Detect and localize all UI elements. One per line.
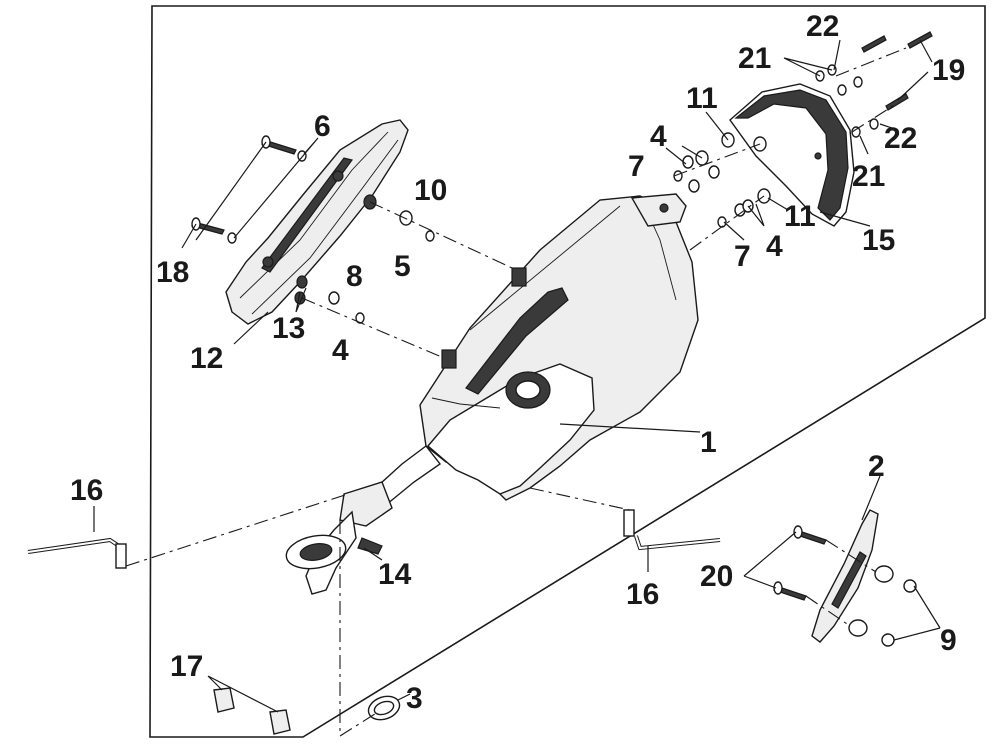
callout-15: 15 [862,224,895,257]
end-cap [729,83,855,227]
callout-8: 8 [346,260,363,293]
callout-2: 2 [868,450,885,483]
callout-17: 17 [170,650,203,683]
o2-sensor-right [623,509,721,551]
callout-13: 13 [272,312,305,345]
front-pipe [285,445,442,595]
callout-4-lower: 4 [766,230,783,263]
heat-shield [225,119,409,325]
callout-21-upper: 21 [738,42,771,75]
callout-7-lower: 7 [734,240,751,273]
callout-16-right: 16 [626,578,659,611]
muffler-bracket [811,509,894,643]
callout-22-lower: 22 [884,122,917,155]
callout-4-left: 4 [332,334,349,367]
muffler-body [419,193,699,501]
callout-5: 5 [394,250,411,283]
assembly-lines [125,47,907,737]
callout-11-lower: 11 [784,200,816,233]
callout-20: 20 [700,560,733,593]
diagram-frame [149,5,986,738]
callout-21-lower: 21 [852,160,885,193]
callout-6: 6 [314,110,331,143]
callout-9: 9 [940,624,957,657]
callout-16-left: 16 [70,474,103,507]
fasteners [191,31,933,735]
o2-sensor-left [27,537,127,569]
callout-14: 14 [378,558,412,591]
leader-lines [93,39,941,713]
callout-4-upper: 4 [650,120,667,153]
callout-7-upper: 7 [628,150,645,183]
callout-10: 10 [414,174,447,207]
callout-19: 19 [932,54,965,87]
callout-18: 18 [156,256,189,289]
callout-1: 1 [700,426,717,459]
callout-labels: 1 2 3 4 4 4 5 6 7 7 8 9 10 11 11 12 13 1… [70,10,965,715]
callout-12: 12 [190,342,223,375]
callout-3: 3 [406,682,423,715]
callout-22-upper: 22 [806,10,839,43]
callout-11-upper: 11 [686,82,718,115]
